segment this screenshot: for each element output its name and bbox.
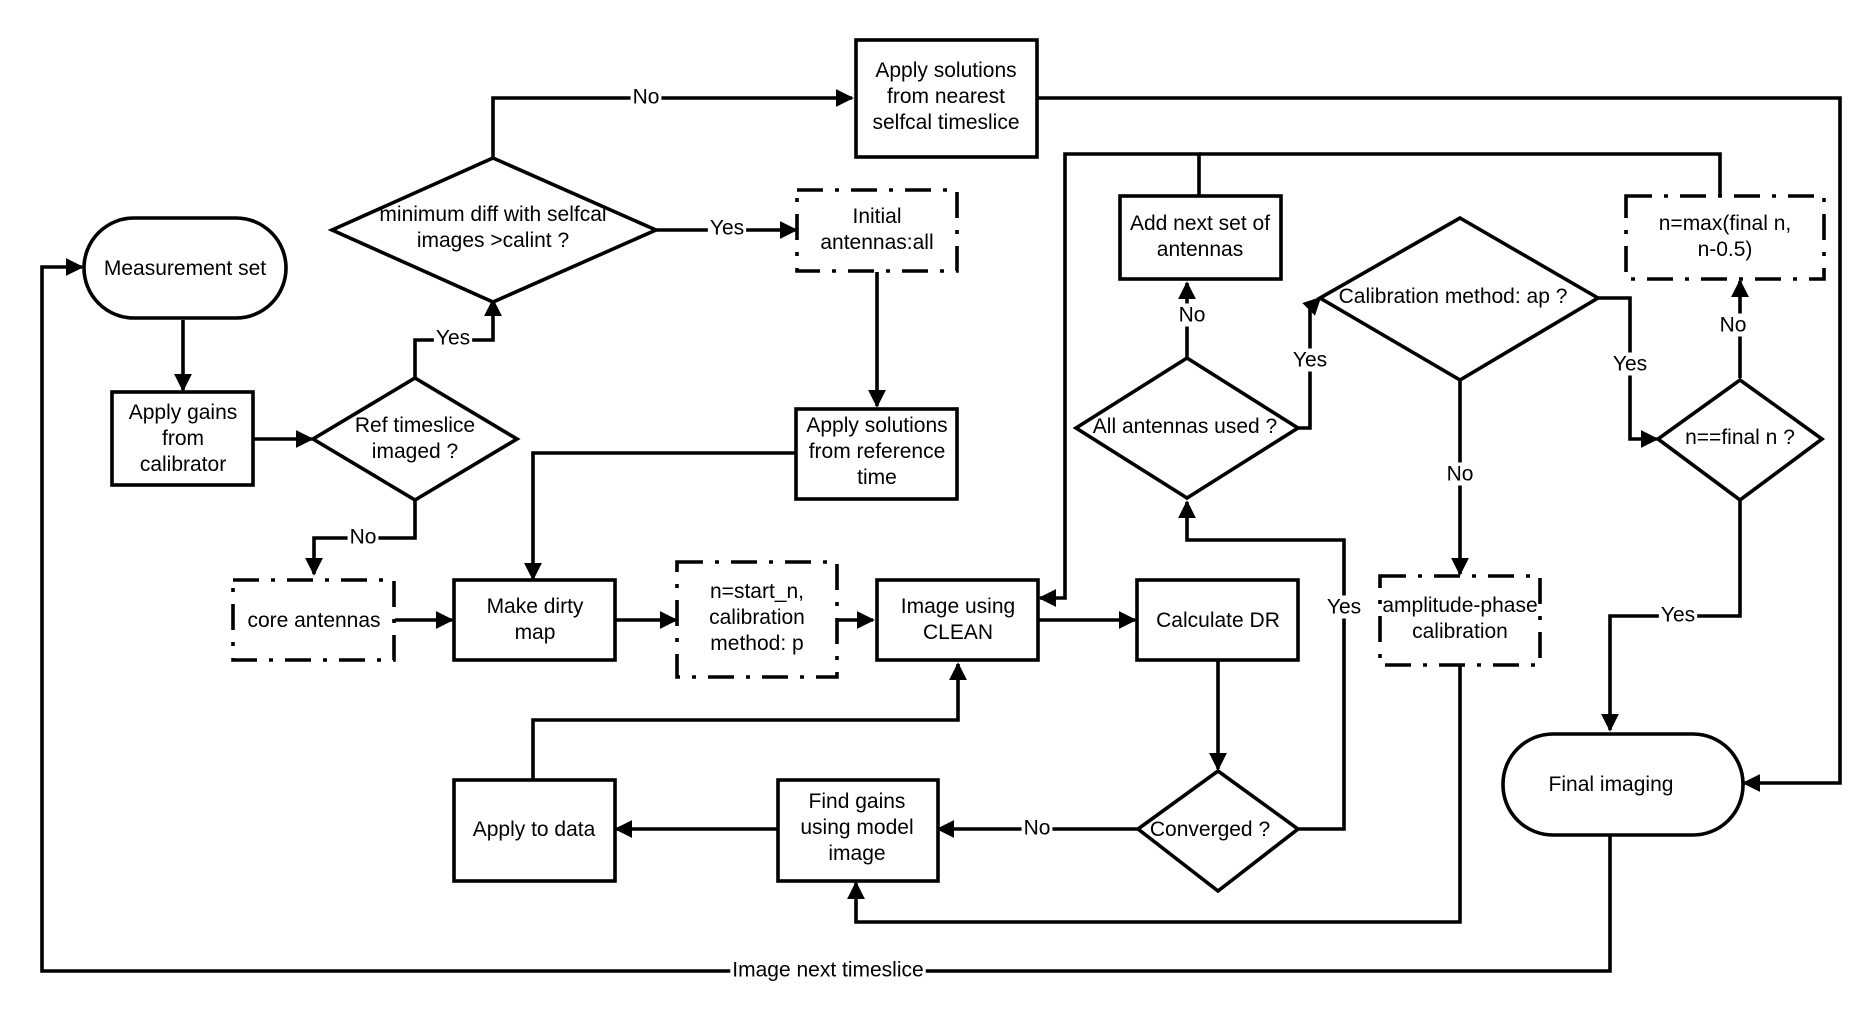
label-apply-data: Apply to data bbox=[473, 818, 596, 841]
node-all-antennas[interactable] bbox=[1072, 355, 1302, 501]
node-find-gains[interactable] bbox=[776, 778, 940, 883]
edge-label-mindiff-no: No bbox=[633, 86, 660, 109]
label-converged: Converged ? bbox=[1150, 818, 1270, 841]
node-image-clean[interactable] bbox=[875, 578, 1040, 662]
node-n-max[interactable] bbox=[1624, 194, 1826, 281]
nodes bbox=[82, 38, 1826, 894]
node-n-final[interactable] bbox=[1654, 377, 1826, 503]
label-measurement-set: Measurement set bbox=[104, 257, 266, 280]
edge-applydata-to-clean bbox=[531, 662, 967, 780]
node-core-antennas[interactable] bbox=[231, 578, 396, 662]
edge-mindiff-no bbox=[491, 89, 854, 158]
edge-label-background bbox=[707, 216, 747, 240]
node-apply-nearest[interactable] bbox=[854, 38, 1039, 159]
edge-nmax-to-loop bbox=[1199, 152, 1722, 196]
label-calculate-dr: Calculate DR bbox=[1156, 609, 1280, 632]
node-final-imaging[interactable] bbox=[1501, 732, 1745, 837]
node-measurement-set[interactable] bbox=[82, 216, 288, 320]
edge-label-allant-no: No bbox=[1179, 304, 1206, 327]
edge-label-background bbox=[1324, 595, 1364, 619]
edge-label-ref-yes: Yes bbox=[436, 327, 470, 350]
edge-reference-to-dirty bbox=[524, 451, 796, 581]
node-start-n[interactable] bbox=[675, 560, 839, 679]
edge-label-nfinal-yes: Yes bbox=[1661, 604, 1695, 627]
node-ref-timeslice[interactable] bbox=[309, 375, 521, 503]
edge-label-mindiff-yes: Yes bbox=[710, 217, 744, 240]
edge-ampphase-to-findgains bbox=[847, 666, 1462, 924]
label-cal-method: Calibration method: ap ? bbox=[1339, 285, 1568, 308]
node-apply-reference[interactable] bbox=[794, 407, 959, 501]
node-amp-phase[interactable] bbox=[1378, 574, 1542, 667]
edge-label-background bbox=[1610, 352, 1650, 376]
edge-label-allant-yes: Yes bbox=[1293, 349, 1327, 372]
node-apply-data[interactable] bbox=[452, 778, 617, 883]
node-make-dirty[interactable] bbox=[452, 578, 617, 662]
label-n-final: n==final n ? bbox=[1685, 426, 1795, 449]
edge-converged-yes bbox=[1178, 500, 1346, 831]
node-cal-method[interactable] bbox=[1316, 215, 1602, 383]
edge-label-background bbox=[433, 326, 473, 350]
label-n-max: n=max(final n,n-0.5) bbox=[1659, 212, 1791, 261]
edge-label-background bbox=[1444, 462, 1476, 486]
edge-label-background bbox=[1290, 348, 1330, 372]
label-final-imaging: Final imaging bbox=[1549, 773, 1674, 796]
edge-label-background bbox=[630, 85, 662, 109]
edge-label-calm-no: No bbox=[1447, 463, 1474, 486]
edge-label-background bbox=[1658, 603, 1698, 627]
edge-label-background bbox=[730, 958, 926, 982]
node-converged[interactable] bbox=[1134, 768, 1302, 894]
edge-label-conv-no: No bbox=[1024, 817, 1051, 840]
edge-label-nfinal-no: No bbox=[1720, 314, 1747, 337]
edge-label-next-timeslice: Image next timeslice bbox=[732, 959, 923, 982]
node-initial-antennas[interactable] bbox=[795, 188, 959, 273]
edge-next-timeslice bbox=[40, 258, 1612, 973]
node-calculate-dr[interactable] bbox=[1135, 578, 1300, 662]
label-all-antennas: All antennas used ? bbox=[1093, 415, 1277, 438]
edge-label-background bbox=[347, 525, 379, 549]
label-core-antennas: core antennas bbox=[247, 609, 380, 632]
edge-nearest-to-final bbox=[1038, 96, 1842, 792]
edges bbox=[40, 89, 1842, 973]
edge-label-calm-yes: Yes bbox=[1613, 353, 1647, 376]
node-min-diff[interactable] bbox=[327, 156, 661, 304]
edge-labels: Yes No No Yes No Yes Yes No Yes No No Ye… bbox=[347, 85, 1749, 982]
node-add-next[interactable] bbox=[1118, 194, 1283, 281]
edge-label-ref-no: No bbox=[350, 526, 377, 549]
edge-label-conv-yes: Yes bbox=[1327, 596, 1361, 619]
node-apply-gains[interactable] bbox=[110, 390, 255, 487]
edge-label-background bbox=[1176, 303, 1208, 327]
edge-addnext-to-clean bbox=[1038, 152, 1201, 607]
edge-label-background bbox=[1021, 816, 1053, 840]
edge-label-background bbox=[1717, 313, 1749, 337]
